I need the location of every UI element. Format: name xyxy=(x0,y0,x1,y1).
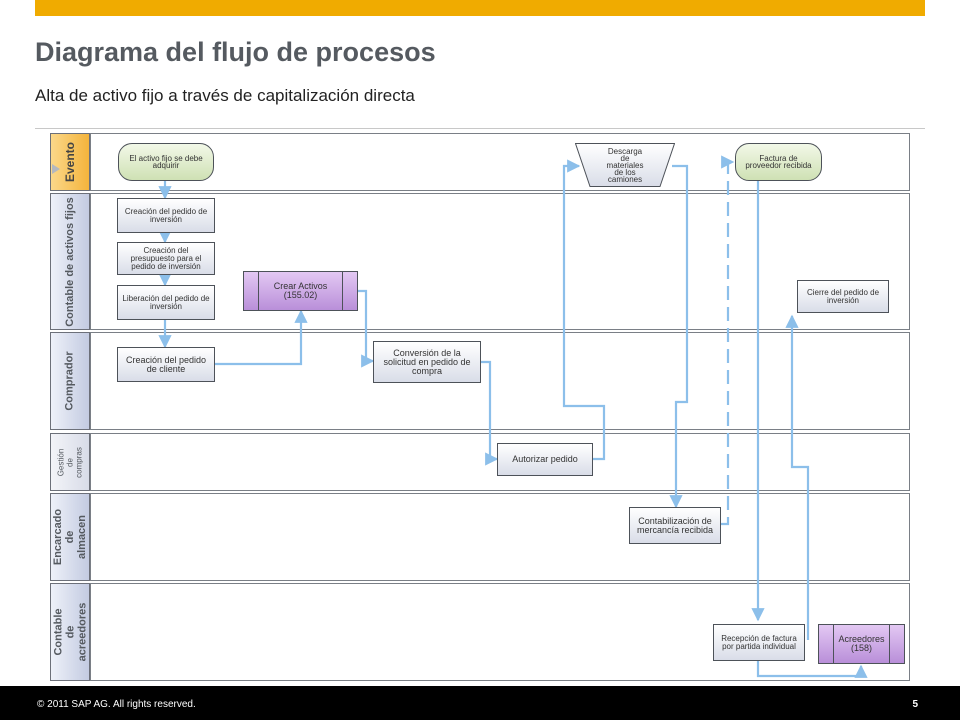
footer-copyright: © 2011 SAP AG. All rights reserved. xyxy=(37,699,196,710)
task-unload-materials-text: Descarga de materiales de los camiones xyxy=(606,146,644,184)
manual-operation-shape xyxy=(575,143,675,187)
lane-label-contable-acreedores: Contable de acreedores xyxy=(50,583,90,681)
event-invoice-received[interactable]: Factura de proveedor recibida xyxy=(735,143,822,181)
task-invoice-receipt[interactable]: Recepción de factura por partida individ… xyxy=(713,624,805,661)
connector-receipt-to-creditors xyxy=(756,661,868,678)
ref-create-assets-text: Crear Activos (155.02) xyxy=(273,281,328,300)
page-subtitle: Alta de activo fijo a través de capitali… xyxy=(35,86,415,105)
task-post-goods-receipt[interactable]: Contabilización de mercancía recibida xyxy=(629,507,721,544)
header-divider xyxy=(35,128,925,129)
lane-label-contable-activos: Contable de activos fijos xyxy=(50,193,90,330)
connector-assets-to-conversion xyxy=(358,289,375,368)
event-asset-needed[interactable]: El activo fijo se debe adquirir xyxy=(118,143,214,181)
task-create-client-order[interactable]: Creación del pedido de cliente xyxy=(117,347,215,382)
top-accent-bar xyxy=(35,0,925,16)
lane-encargado-almacen xyxy=(90,493,910,581)
lane-label-evento: Evento xyxy=(50,133,90,191)
lane-label-comprador: Comprador xyxy=(50,332,90,430)
task-create-budget[interactable]: Creación del presupuesto para el pedido … xyxy=(117,242,215,275)
connector-posting-to-event-invoice xyxy=(721,155,735,526)
lane-contable-activos xyxy=(90,193,910,330)
connector-client-order-to-assets xyxy=(215,309,308,366)
lane-label-gestion-compras: Gestión de compras xyxy=(50,433,90,491)
ref-creditors[interactable]: Acreedores (158) xyxy=(818,624,905,664)
footer-bar: © 2011 SAP AG. All rights reserved. 5 xyxy=(0,686,960,720)
connector-conversion-to-authorize xyxy=(481,360,499,466)
ref-create-assets[interactable]: Crear Activos (155.02) xyxy=(243,271,358,311)
task-release-investment-order[interactable]: Liberación del pedido de inversión xyxy=(117,285,215,320)
footer-page-number: 5 xyxy=(912,699,918,710)
ref-creditors-text: Acreedores (158) xyxy=(838,634,885,653)
connector-authorize-to-unload xyxy=(562,159,606,461)
page-title: Diagrama del flujo de procesos xyxy=(35,37,436,67)
connector-creditors-to-close xyxy=(785,314,810,640)
lane-pointer-icon xyxy=(52,164,60,174)
lane-comprador xyxy=(90,332,910,430)
lane-label-encargado-almacen: Encarcado de almacen xyxy=(50,493,90,581)
task-unload-materials[interactable]: Descarga de materiales de los camiones xyxy=(575,143,675,187)
task-convert-request[interactable]: Conversión de la solicitud en pedido de … xyxy=(373,341,481,383)
task-close-investment-order[interactable]: Cierre del pedido de inversión xyxy=(797,280,889,313)
task-authorize-order[interactable]: Autorizar pedido xyxy=(497,443,593,476)
connector-unload-to-posting xyxy=(669,164,689,509)
task-create-investment-order[interactable]: Creación del pedido de inversión xyxy=(117,198,215,233)
